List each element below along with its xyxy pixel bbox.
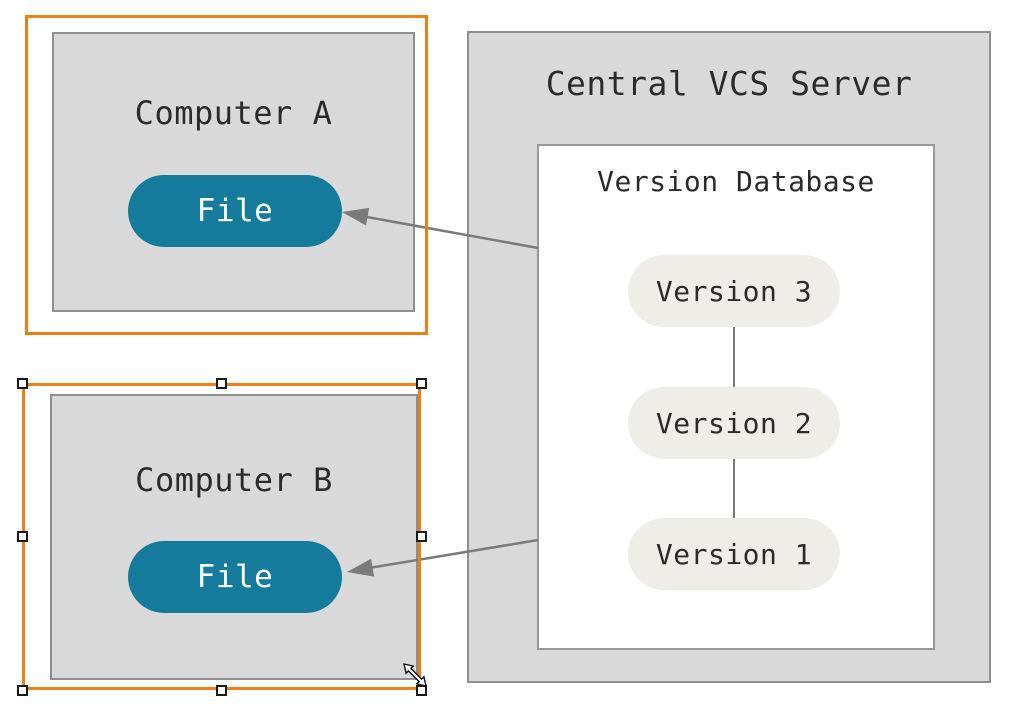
computer-b-file-label: File — [196, 559, 274, 595]
version-1-label: Version 1 — [655, 537, 813, 571]
version-3-label: Version 3 — [655, 274, 813, 308]
selection-handle-top-right[interactable] — [415, 377, 427, 389]
selection-handle-bottom-left[interactable] — [16, 684, 28, 696]
version-3-pill[interactable]: Version 3 — [628, 255, 840, 327]
version-1-pill[interactable]: Version 1 — [628, 518, 840, 590]
selection-handle-middle-left[interactable] — [16, 531, 28, 542]
computer-b-title: Computer B — [135, 461, 333, 499]
computer-a-file-label: File — [196, 193, 274, 229]
version-database-title: Version Database — [597, 165, 875, 198]
computer-a-file-pill[interactable]: File — [128, 175, 342, 247]
computer-b-box[interactable] — [50, 394, 418, 680]
selection-handle-top-middle[interactable] — [216, 377, 227, 389]
selection-handle-bottom-middle[interactable] — [216, 684, 227, 696]
selection-handle-middle-right[interactable] — [415, 531, 427, 542]
computer-b-file-pill[interactable]: File — [128, 541, 342, 613]
version-2-label: Version 2 — [655, 406, 813, 440]
selection-handle-bottom-right[interactable] — [415, 684, 427, 696]
version-2-pill[interactable]: Version 2 — [628, 387, 840, 459]
central-vcs-server-title: Central VCS Server — [545, 64, 913, 103]
computer-a-box[interactable] — [52, 32, 415, 312]
selection-handle-top-left[interactable] — [16, 377, 28, 389]
computer-a-title: Computer A — [134, 94, 333, 132]
